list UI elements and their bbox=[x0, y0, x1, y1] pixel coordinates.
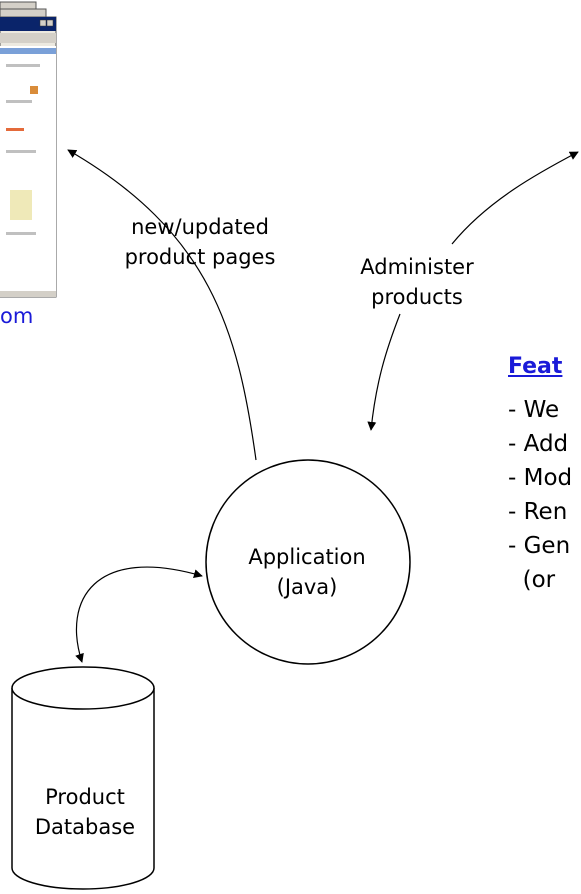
features-list-item: - Gen bbox=[508, 533, 571, 559]
product-pages-label: new/updated product pages bbox=[105, 212, 295, 272]
admin-arrow-upper bbox=[451, 151, 579, 245]
database-label-line2: Database bbox=[34, 815, 136, 839]
application-label-line1: Application bbox=[248, 545, 366, 569]
product-pages-label-line1: new/updated bbox=[131, 215, 269, 239]
product-pages-label-line2: product pages bbox=[124, 245, 276, 269]
browser-windows-thumbnail bbox=[0, 1, 57, 298]
features-list: - We - Add - Mod - Ren - Gen (or bbox=[508, 393, 572, 597]
features-list-item: (or bbox=[508, 567, 556, 593]
features-list-item: - Ren bbox=[508, 499, 568, 525]
features-list-item: - Add bbox=[508, 431, 569, 457]
database-label-line1: Product bbox=[45, 785, 125, 809]
application-label: Application (Java) bbox=[232, 542, 382, 602]
admin-arrow-lower bbox=[367, 313, 401, 431]
features-heading: Feat bbox=[508, 354, 563, 379]
database-label: Product Database bbox=[0, 782, 170, 842]
product-database-cylinder bbox=[11, 666, 155, 890]
application-circle bbox=[205, 459, 411, 665]
application-label-line2: (Java) bbox=[276, 575, 338, 599]
features-list-item: - We bbox=[508, 397, 560, 423]
website-link-fragment[interactable]: om bbox=[0, 304, 34, 328]
db-app-arrow bbox=[75, 566, 203, 663]
administer-label-line1: Administer bbox=[360, 255, 474, 279]
administer-label-line2: products bbox=[371, 285, 463, 309]
administer-products-label: Administer products bbox=[342, 252, 492, 312]
features-list-item: - Mod bbox=[508, 465, 573, 491]
pages-arrow bbox=[67, 149, 257, 461]
